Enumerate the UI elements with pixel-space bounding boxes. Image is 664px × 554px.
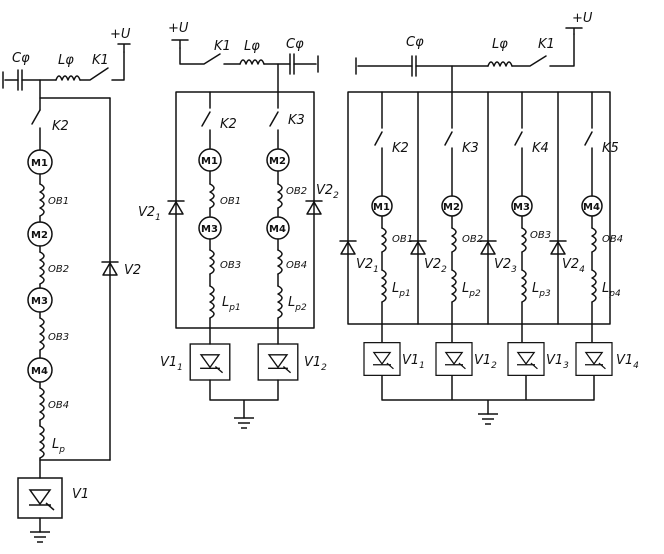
m3-label: M3 — [513, 202, 530, 213]
lp2-label: Lp2 — [462, 281, 481, 299]
v2-2-label: V22 — [316, 183, 339, 201]
m2-label: M2 — [269, 156, 286, 167]
ground-icon — [233, 417, 255, 429]
lf-label: Lφ — [244, 39, 260, 54]
ground-icon — [477, 413, 499, 425]
plus-u-label: +U — [572, 11, 593, 26]
ob1-label: OB1 — [392, 234, 413, 245]
v1-2-label: V12 — [474, 353, 497, 371]
v2-3-label: V23 — [494, 257, 517, 275]
lf-label: Lφ — [58, 53, 74, 68]
m4-label: M4 — [269, 224, 286, 235]
k4-label: K4 — [532, 141, 549, 156]
k3-label: K3 — [288, 113, 305, 128]
k2-label: K2 — [220, 117, 237, 132]
k2-label: K2 — [392, 141, 409, 156]
ob2-label: OB2 — [286, 186, 307, 197]
cf-label: Cφ — [12, 51, 30, 66]
v1-2-thyristor-icon — [435, 341, 473, 377]
ob2-label: OB2 — [48, 264, 69, 275]
k1-label: K1 — [92, 53, 109, 68]
k3-label: K3 — [462, 141, 479, 156]
lf-label: Lφ — [492, 37, 508, 52]
v1-4-label: V14 — [616, 353, 639, 371]
lp3-label: Lp3 — [532, 281, 551, 299]
v2-2-label: V22 — [424, 257, 447, 275]
v1-label: V1 — [72, 487, 89, 502]
lp4-label: Lp4 — [602, 281, 621, 299]
m2-label: M2 — [31, 230, 48, 241]
lp2-label: Lp2 — [288, 295, 307, 313]
ob3-label: OB3 — [530, 230, 551, 241]
v2-label: V2 — [124, 263, 141, 278]
ob4-label: OB4 — [48, 400, 69, 411]
v1-2-label: V12 — [304, 355, 327, 373]
m1-label: M1 — [31, 158, 48, 169]
m1-label: M1 — [373, 202, 390, 213]
m3-label: M3 — [201, 224, 218, 235]
m3-label: M3 — [31, 296, 48, 307]
ob1-label: OB1 — [220, 196, 241, 207]
plus-u-label: +U — [168, 21, 189, 36]
ob3-label: OB3 — [220, 260, 241, 271]
v2-1-label: V21 — [356, 257, 379, 275]
v1-1-label: V11 — [160, 355, 183, 373]
v1-1-thyristor-icon — [363, 341, 401, 377]
v1-1-thyristor-icon — [189, 343, 231, 381]
k1-label: K1 — [538, 37, 555, 52]
panel-series: Cφ Lφ K1 +U K2 M1 OB1 M2 OB2 M3 OB3 M4 O — [2, 27, 141, 543]
k5-label: K5 — [602, 141, 619, 156]
k2-label: K2 — [52, 119, 69, 134]
cf-label: Cφ — [406, 35, 424, 50]
lp-label: Lp — [52, 437, 65, 455]
v1-4-thyristor-icon — [575, 341, 613, 377]
ground-icon — [29, 531, 51, 543]
k1-label: K1 — [214, 39, 231, 54]
cf-label: Cφ — [286, 37, 304, 52]
m1-label: M1 — [201, 156, 218, 167]
plus-u-label: +U — [110, 27, 131, 42]
v1-thyristor-icon — [17, 477, 63, 519]
ob1-label: OB1 — [48, 196, 69, 207]
m4-label: M4 — [31, 366, 48, 377]
lp1-label: Lp1 — [222, 295, 241, 313]
v1-2-thyristor-icon — [257, 343, 299, 381]
ob2-label: OB2 — [462, 234, 483, 245]
v1-3-label: V13 — [546, 353, 569, 371]
m4-label: M4 — [583, 202, 600, 213]
ob4-label: OB4 — [286, 260, 307, 271]
m2-label: M2 — [443, 202, 460, 213]
ob3-label: OB3 — [48, 332, 69, 343]
v1-1-label: V11 — [402, 353, 425, 371]
v1-3-thyristor-icon — [507, 341, 545, 377]
v2-4-label: V24 — [562, 257, 585, 275]
lp1-label: Lp1 — [392, 281, 411, 299]
ob4-label: OB4 — [602, 234, 623, 245]
panel-four-parallel: Cφ Lφ K1 +U K2 M1 OB1 Lp1 V21 K3 M2 OB2 — [339, 11, 639, 425]
v2-1-label: V21 — [138, 205, 161, 223]
panel-two-parallel: +U K1 Lφ Cφ K2 M1 OB1 M3 OB3 Lp1 K3 M2 — [138, 21, 339, 429]
